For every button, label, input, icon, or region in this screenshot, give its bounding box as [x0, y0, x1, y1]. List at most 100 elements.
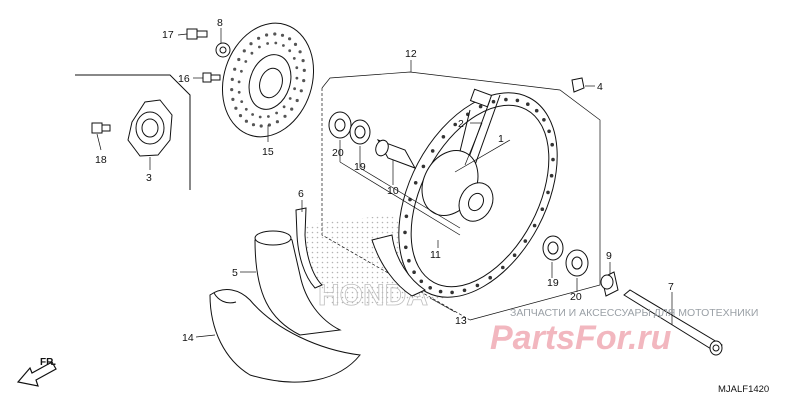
hole — [265, 33, 269, 37]
hole — [551, 157, 555, 162]
watermark-caption: ЗАПЧАСТИ И АКСЕССУАРЫ ДЛЯ МОТОТЕХНИКИ — [510, 307, 758, 319]
hole — [249, 42, 253, 46]
hole — [407, 258, 411, 263]
hole — [237, 57, 241, 62]
hole — [438, 289, 443, 294]
hub-bolt-18 — [91, 122, 111, 134]
disc-bolt-17 — [186, 28, 208, 40]
callout-9: 9 — [606, 250, 612, 262]
bearing-19-right — [542, 235, 564, 261]
hole — [290, 107, 294, 111]
hole — [258, 115, 262, 119]
hole — [280, 33, 285, 37]
callout-8: 8 — [217, 17, 223, 29]
hole — [512, 253, 517, 257]
hole — [488, 275, 493, 280]
hole — [547, 129, 551, 134]
callout-13: 13 — [455, 315, 467, 327]
callout-2: 2 — [458, 118, 464, 130]
hole — [450, 290, 454, 295]
hole — [233, 67, 237, 71]
group-bracket-left — [75, 74, 191, 190]
hole — [542, 118, 546, 122]
hole — [288, 49, 292, 53]
hole — [237, 80, 241, 84]
hole — [267, 115, 270, 118]
hole — [282, 44, 285, 47]
callout-18: 18 — [95, 154, 107, 166]
hole — [295, 98, 299, 103]
hole — [404, 245, 408, 250]
hole — [230, 77, 234, 81]
brake-disc — [221, 22, 315, 138]
callout-labels: 1 2 3 4 5 6 7 8 9 10 11 12 13 14 15 16 1… — [95, 17, 674, 344]
hole — [534, 108, 539, 113]
hole — [251, 123, 256, 127]
hole — [234, 106, 238, 110]
callout-6: 6 — [298, 188, 304, 200]
hole — [288, 97, 292, 100]
hole — [240, 69, 243, 73]
disc-bolt-16 — [202, 72, 221, 83]
callout-14: 14 — [182, 332, 194, 344]
hole — [540, 207, 545, 211]
hole — [491, 99, 496, 104]
hole — [403, 230, 407, 235]
rim-band-section — [371, 234, 427, 297]
hole — [532, 223, 537, 228]
callout-19b: 19 — [547, 277, 559, 289]
hole — [240, 100, 244, 103]
hole — [475, 283, 480, 288]
wheel-rim — [398, 88, 558, 298]
hole — [412, 270, 416, 275]
diagram-code: MJALF1420 — [718, 384, 769, 395]
hole — [282, 105, 286, 109]
hole — [288, 37, 292, 41]
hole — [251, 113, 255, 116]
hole — [274, 41, 278, 45]
tire — [209, 289, 361, 383]
callout-15: 15 — [262, 146, 274, 158]
callout-7: 7 — [668, 281, 674, 293]
hole — [292, 57, 296, 60]
hole — [428, 286, 433, 290]
distance-spacer — [375, 139, 417, 169]
hole — [526, 102, 530, 106]
hole — [301, 59, 305, 63]
hole — [302, 68, 306, 72]
hole — [299, 89, 303, 93]
callout-1: 1 — [498, 133, 504, 145]
callout-20: 20 — [332, 147, 344, 159]
callout-16: 16 — [178, 73, 190, 85]
bearing-19-left — [349, 119, 371, 145]
front-direction-arrow: FR. — [16, 357, 57, 387]
hole — [419, 279, 424, 284]
hole — [430, 149, 435, 153]
hole — [257, 36, 261, 40]
hole — [302, 79, 306, 83]
callout-20b: 20 — [570, 291, 582, 303]
hole — [501, 265, 505, 270]
hole — [293, 42, 298, 47]
hole — [546, 190, 550, 195]
hole — [404, 214, 409, 219]
callout-19: 19 — [354, 161, 366, 173]
hub-plate — [127, 99, 173, 157]
hole — [295, 76, 299, 80]
hole — [295, 66, 299, 70]
callout-17: 17 — [162, 29, 174, 41]
hole — [523, 239, 528, 243]
hole — [421, 164, 426, 169]
watermark-site: PartsFor.ru — [490, 319, 672, 357]
hole — [267, 123, 271, 127]
hole — [298, 50, 302, 54]
leader-lines — [96, 28, 673, 338]
collar-8 — [215, 42, 231, 58]
hole — [549, 173, 554, 178]
hole — [237, 90, 241, 94]
front-label: FR. — [40, 357, 56, 368]
hole — [244, 60, 248, 63]
callout-11: 11 — [430, 249, 441, 261]
